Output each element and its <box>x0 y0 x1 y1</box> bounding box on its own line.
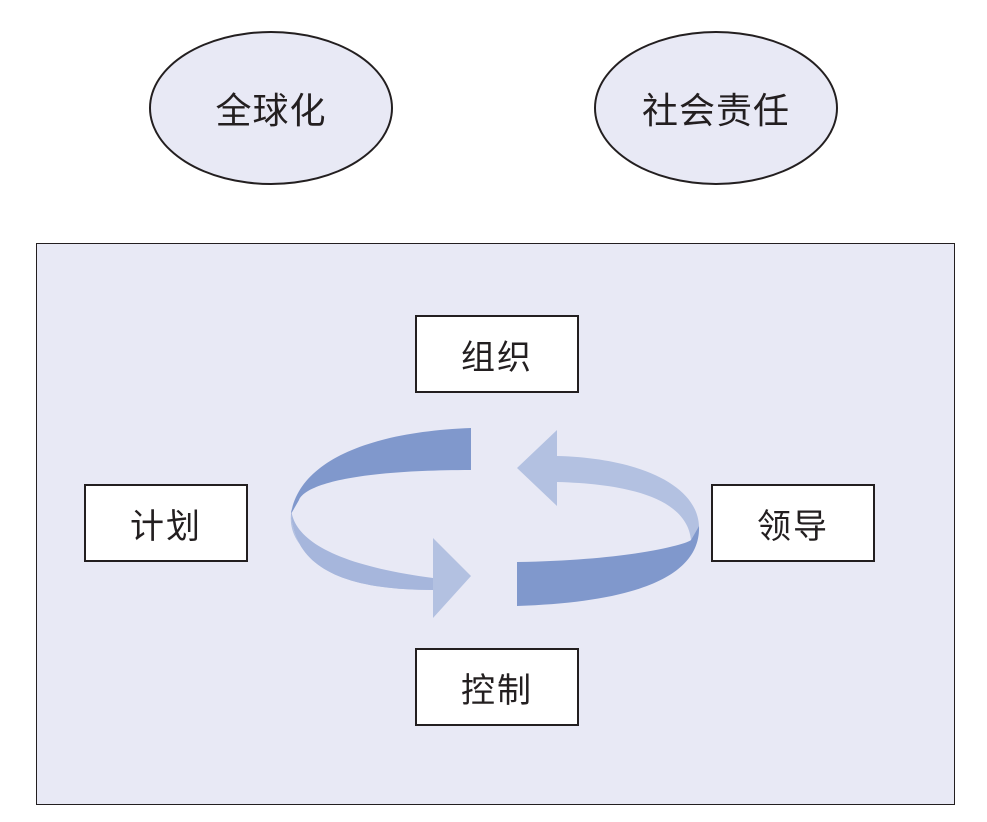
social-responsibility-ellipse: 社会责任 <box>594 31 838 185</box>
plan-box: 计划 <box>84 484 248 562</box>
organize-label: 组织 <box>461 337 533 378</box>
globalization-ellipse: 全球化 <box>149 31 393 185</box>
social-responsibility-label: 社会责任 <box>641 91 790 132</box>
left-arc-top-band <box>291 428 471 514</box>
right-arc-bottom-band <box>517 526 700 606</box>
control-box: 控制 <box>415 648 579 726</box>
globalization-label: 全球化 <box>215 91 327 132</box>
plan-label: 计划 <box>130 506 202 547</box>
control-label: 控制 <box>461 670 533 711</box>
organize-box: 组织 <box>415 315 579 393</box>
right-arc-top-band <box>517 430 699 540</box>
lead-label: 领导 <box>757 506 829 547</box>
left-arc-bottom-band <box>290 514 471 618</box>
left-arc-shadow <box>291 506 433 590</box>
cycle-arrows <box>290 428 700 618</box>
lead-box: 领导 <box>711 484 875 562</box>
management-functions-panel: 组织 计划 领导 控制 <box>36 243 955 805</box>
